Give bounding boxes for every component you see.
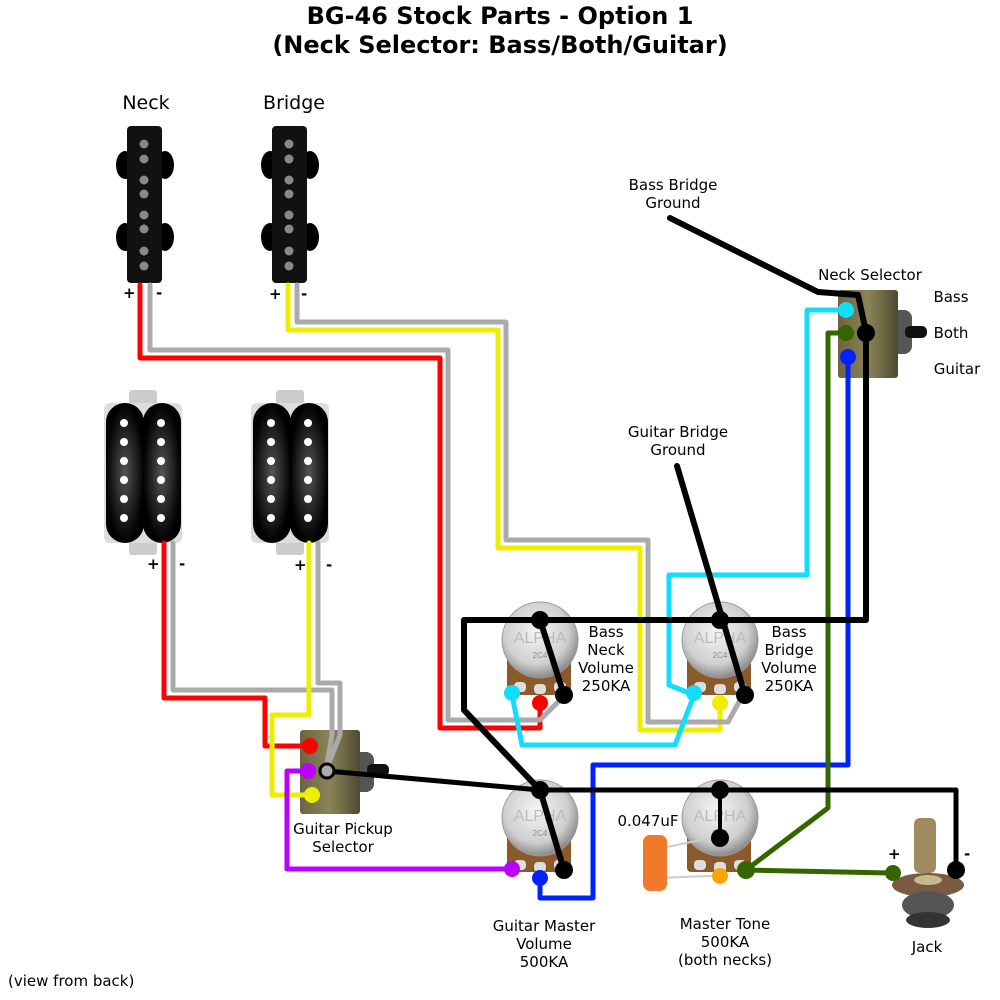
guitar-bridge-humbucker (251, 390, 329, 555)
title-line-2: (Neck Selector: Bass/Both/Guitar) (272, 31, 728, 59)
wire-selector-to-guitar-volume (284, 768, 515, 872)
wire-bass-bridge-to-neck-selector (666, 307, 849, 698)
bass-bridge-minus: - (301, 285, 308, 303)
wire-ground-bus (537, 787, 959, 873)
guitar-neck-minus: - (179, 555, 186, 573)
wire-guitar-neck-ground (170, 540, 335, 773)
jack-minus: - (964, 845, 971, 863)
solder-points (300, 302, 965, 886)
wire-guitar-volume-ground-lug (537, 787, 567, 873)
pot-brand-text: ALPHA (514, 630, 567, 647)
guitar-bridge-plus: + (294, 556, 307, 574)
wire-bass-volume-link (509, 692, 697, 748)
jack-label: Jack (911, 938, 943, 956)
wire-bass-bridge-hot (285, 282, 723, 733)
neck-selector-label: Neck Selector (818, 266, 922, 284)
pot-code-text: 2C4 (533, 829, 548, 838)
guitar-neck-plus: + (147, 555, 160, 573)
bass-neck-pickup (116, 126, 174, 283)
wire-guitar-bridge-ground (315, 540, 343, 773)
guitar-master-volume-label: Guitar Master Volume 500KA (492, 917, 596, 971)
output-jack (892, 818, 964, 928)
wire-bass-neck-ground-lug (537, 617, 567, 698)
pot-brand-text: ALPHA (514, 808, 567, 825)
guitar-bridge-ground-label: Guitar Bridge Ground (627, 423, 729, 459)
jack-plus: + (888, 845, 901, 863)
wire-bass-neck-hot (137, 282, 543, 731)
bass-bridge-ground-label: Bass Bridge Ground (628, 176, 718, 212)
guitar-neck-humbucker (104, 390, 182, 555)
wire-bass-neck-ground (147, 282, 563, 723)
pot-code-text: 2C4 (713, 651, 728, 660)
master-tone-label: Master Tone 500KA (both necks) (677, 915, 773, 969)
guitar-bridge-minus: - (326, 556, 333, 574)
title-line-1: BG-46 Stock Parts - Option 1 (306, 2, 694, 30)
wire-guitar-volume-to-neck-selector (537, 354, 851, 901)
bass-neck-minus: - (156, 284, 163, 302)
footnote: (view from back) (8, 972, 135, 990)
neck-selector-position-both: Both (933, 324, 969, 342)
wire-bass-bridge-ground (294, 282, 743, 725)
bass-bridge-pickup (261, 126, 319, 283)
capacitor-label: 0.047uF (617, 812, 679, 830)
bass-neck-plus: + (123, 284, 136, 302)
wire-neck-selector-to-output (743, 330, 896, 876)
wire-guitar-neck-hot (161, 540, 313, 749)
bass-bridge-plus: + (269, 285, 282, 303)
bass-bridge-pickup-label: Bridge (263, 92, 325, 114)
capacitor (643, 835, 719, 891)
bass-bridge-volume-label: Bass Bridge Volume 250KA (761, 623, 817, 695)
guitar-pickup-selector-label: Guitar Pickup Selector (293, 820, 393, 856)
pot-code-text: 2C4 (533, 651, 548, 660)
wire-selector-to-volume (324, 768, 543, 793)
bass-neck-pickup-label: Neck (122, 92, 170, 114)
neck-selector-position-bass: Bass (933, 288, 969, 306)
wire-guitar-bridge-ground-strap (674, 463, 748, 698)
bass-neck-volume-label: Bass Neck Volume 250KA (578, 623, 634, 695)
neck-selector-position-guitar: Guitar (933, 360, 981, 378)
pot-brand-text: ALPHA (694, 630, 747, 647)
wire-bass-bridge-ground-strap (461, 215, 869, 793)
